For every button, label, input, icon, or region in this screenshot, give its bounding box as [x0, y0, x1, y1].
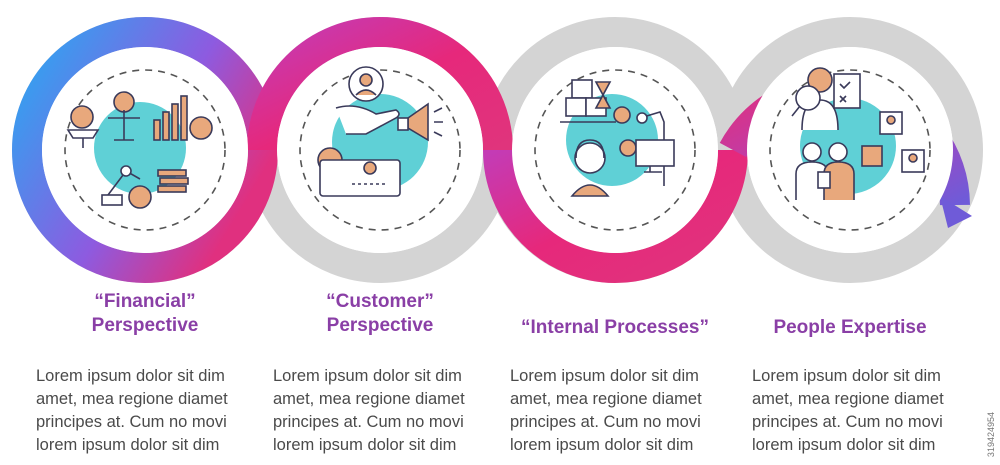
step-title-line1: People Expertise [773, 317, 927, 338]
financial-perspective-icon [66, 91, 213, 209]
step-body-customer: Lorem ipsum dolor sit dim amet, mea regi… [273, 367, 465, 454]
step-title-line1: “Internal Processes” [521, 317, 709, 338]
watermark-id: 319424954 [986, 411, 996, 457]
dashed-inner-rings [64, 69, 931, 231]
step-title-customer: “Customer” Perspective [265, 290, 495, 338]
ribbon-segment-1 [12, 17, 278, 284]
customer-perspective-icon [317, 66, 443, 197]
step-title-people: People Expertise [735, 316, 965, 340]
internal-processes-icon [560, 79, 675, 197]
ribbon-arrow-tip [940, 196, 972, 228]
ring-timeline-diagram [12, 17, 983, 284]
step-body-financial: Lorem ipsum dolor sit dim amet, mea regi… [36, 367, 228, 454]
step-body-internal: Lorem ipsum dolor sit dim amet, mea regi… [510, 367, 702, 454]
step-title-line2: Perspective [91, 315, 199, 336]
people-expertise-icon [791, 67, 925, 200]
step-title-line1: “Customer” [326, 291, 434, 312]
ribbon-segment-3 [483, 149, 748, 284]
step-title-internal: “Internal Processes” [500, 316, 730, 340]
step-title-line2: Perspective [326, 315, 434, 336]
step-title-line1: “Financial” [94, 291, 196, 312]
step-title-financial: “Financial” Perspective [30, 290, 260, 338]
ribbon-segment-2 [247, 17, 513, 151]
step-body-people: Lorem ipsum dolor sit dim amet, mea regi… [752, 367, 944, 454]
